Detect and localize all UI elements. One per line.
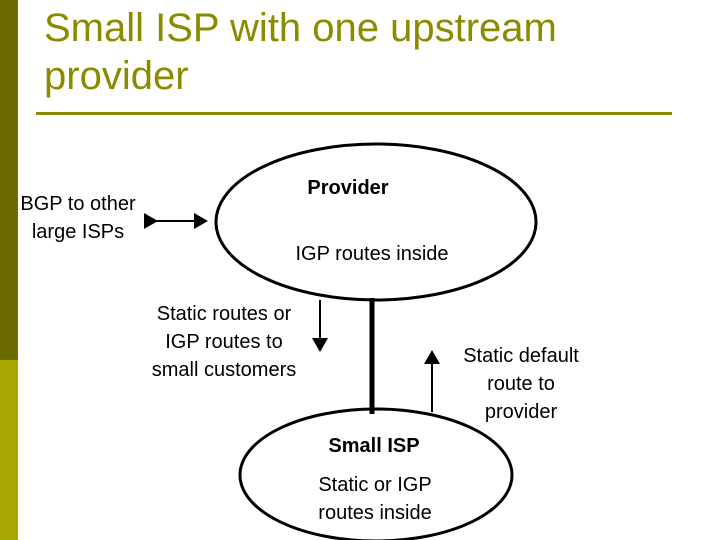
static-customers-label: Static routes or IGP routes to small cus… [151, 303, 297, 381]
small-isp-title: Small ISP [328, 435, 420, 457]
small-isp-ellipse [238, 407, 514, 540]
provider-title: Provider [307, 177, 389, 199]
provider-ellipse [214, 142, 538, 302]
sidebar-light-bar [0, 360, 18, 540]
provider-sub-label: IGP routes inside [295, 243, 449, 265]
sidebar-dark-bar [0, 0, 18, 360]
title-underline [36, 112, 672, 115]
bgp-label: BGP to other large ISPs [20, 193, 136, 243]
static-default-label: Static default route to provider [463, 345, 579, 423]
small-isp-sub-label: Static or IGP routes inside [318, 474, 432, 524]
slide-title: Small ISP with one upstream provider [44, 6, 557, 98]
